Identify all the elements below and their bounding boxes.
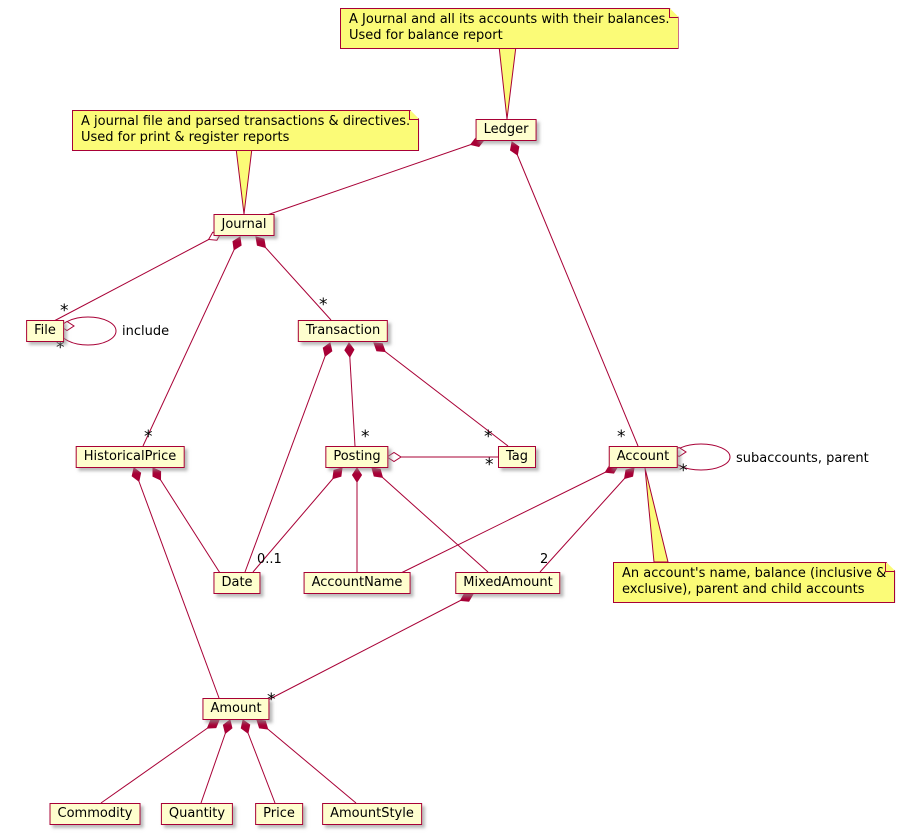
edge-amount-amountstyle bbox=[256, 719, 357, 804]
edge-transaction-date bbox=[244, 342, 331, 573]
role-label-file-include: include bbox=[122, 324, 169, 339]
note-ledger: A Journal and all its accounts with thei… bbox=[340, 8, 679, 49]
class-node-account: Account bbox=[608, 446, 678, 468]
role-label-account-subaccounts: subaccounts, parent bbox=[736, 451, 869, 466]
multiplicity-label-journal-historicalprice: * bbox=[144, 427, 153, 447]
aggregation-diamond-posting-tag bbox=[386, 451, 402, 463]
class-node-quantity: Quantity bbox=[160, 803, 234, 825]
note-text-line: Used for print & register reports bbox=[81, 130, 290, 145]
note-journal: A journal file and parsed transactions &… bbox=[72, 110, 419, 151]
multiplicity-label-ledger-account: * bbox=[617, 427, 626, 447]
class-node-amountstyle: AmountStyle bbox=[322, 803, 422, 825]
multiplicity-label-journal-transaction: * bbox=[319, 295, 328, 315]
note-pointer-journal bbox=[235, 147, 253, 215]
note-text-line: Used for balance report bbox=[349, 28, 503, 43]
edge-posting-mixedamount bbox=[371, 467, 489, 573]
class-node-commodity: Commodity bbox=[49, 803, 141, 825]
composition-diamond-account-mixedamount bbox=[623, 467, 635, 480]
composition-diamond-amount-quantity bbox=[222, 719, 233, 735]
composition-diamond-posting-date bbox=[332, 467, 343, 480]
class-node-historicalprice: HistoricalPrice bbox=[75, 446, 185, 468]
edge-amount-commodity bbox=[100, 719, 220, 804]
composition-diamond-transaction-tag bbox=[373, 342, 386, 353]
multiplicity-label-account-subaccounts: * bbox=[679, 461, 688, 481]
edge-transaction-tag bbox=[373, 342, 509, 447]
composition-diamond-transaction-date bbox=[322, 342, 333, 357]
multiplicity-label-transaction-posting: * bbox=[361, 427, 370, 447]
multiplicity-label-file-include: * bbox=[56, 338, 65, 358]
class-node-price: Price bbox=[255, 803, 303, 825]
edge-transaction-posting bbox=[348, 342, 356, 447]
note-pointer-account bbox=[644, 467, 669, 563]
multiplicity-label-posting-tag: * bbox=[485, 455, 494, 475]
note-text-line: An account's name, balance (inclusive & bbox=[622, 566, 887, 581]
edge-account-accountname bbox=[400, 465, 619, 574]
composition-diamond-ledger-account bbox=[509, 141, 520, 156]
edge-ledger-journal bbox=[266, 139, 485, 216]
edge-account-mixedamount bbox=[539, 467, 635, 573]
multiplicity-label-mixedamount-amount: * bbox=[267, 690, 276, 710]
note-text-line: exclusive), parent and child accounts bbox=[622, 582, 865, 597]
self-loop-file-include bbox=[59, 316, 117, 346]
edge-journal-file bbox=[53, 232, 222, 322]
edge-ledger-account bbox=[511, 141, 639, 447]
composition-diamond-amount-commodity bbox=[206, 719, 220, 729]
composition-diamond-journal-historicalprice bbox=[232, 236, 242, 251]
class-node-file: File bbox=[26, 320, 64, 342]
class-node-posting: Posting bbox=[325, 446, 389, 468]
class-node-tag: Tag bbox=[497, 446, 537, 468]
note-account: An account's name, balance (inclusive &e… bbox=[613, 562, 895, 603]
note-pointer-ledger bbox=[498, 45, 517, 120]
note-text-line: A journal file and parsed transactions &… bbox=[81, 114, 411, 129]
edge-mixedamount-amount bbox=[263, 593, 474, 703]
multiplicity-label-transaction-tag: * bbox=[484, 427, 493, 447]
edge-historicalprice-date bbox=[152, 467, 221, 574]
edge-journal-transaction bbox=[255, 236, 332, 321]
composition-diamond-posting-accountname bbox=[351, 467, 363, 483]
class-node-journal: Journal bbox=[213, 214, 275, 236]
class-node-ledger: Ledger bbox=[475, 119, 537, 141]
edge-posting-date bbox=[252, 467, 343, 573]
multiplicity-label-account-mixedamount: 2 bbox=[540, 552, 548, 567]
class-node-date: Date bbox=[213, 572, 261, 594]
composition-diamond-historicalprice-date bbox=[152, 467, 162, 481]
edge-journal-historicalprice bbox=[142, 236, 241, 447]
composition-diamond-amount-amountstyle bbox=[256, 719, 269, 730]
class-node-accountname: AccountName bbox=[303, 572, 411, 594]
class-node-amount: Amount bbox=[202, 698, 270, 720]
edge-historicalprice-amount bbox=[133, 467, 220, 699]
multiplicity-label-posting-date: 0..1 bbox=[257, 552, 282, 567]
class-node-mixedamount: MixedAmount bbox=[455, 572, 561, 594]
composition-diamond-posting-mixedamount bbox=[371, 467, 384, 478]
composition-diamond-historicalprice-amount bbox=[131, 467, 142, 482]
composition-diamond-mixedamount-amount bbox=[459, 592, 474, 602]
multiplicity-label-journal-file: * bbox=[60, 301, 69, 321]
class-node-transaction: Transaction bbox=[297, 320, 389, 342]
composition-diamond-amount-price bbox=[240, 719, 251, 734]
composition-diamond-transaction-posting bbox=[344, 342, 355, 358]
composition-diamond-journal-transaction bbox=[255, 236, 267, 249]
note-text-line: A Journal and all its accounts with thei… bbox=[349, 12, 670, 27]
